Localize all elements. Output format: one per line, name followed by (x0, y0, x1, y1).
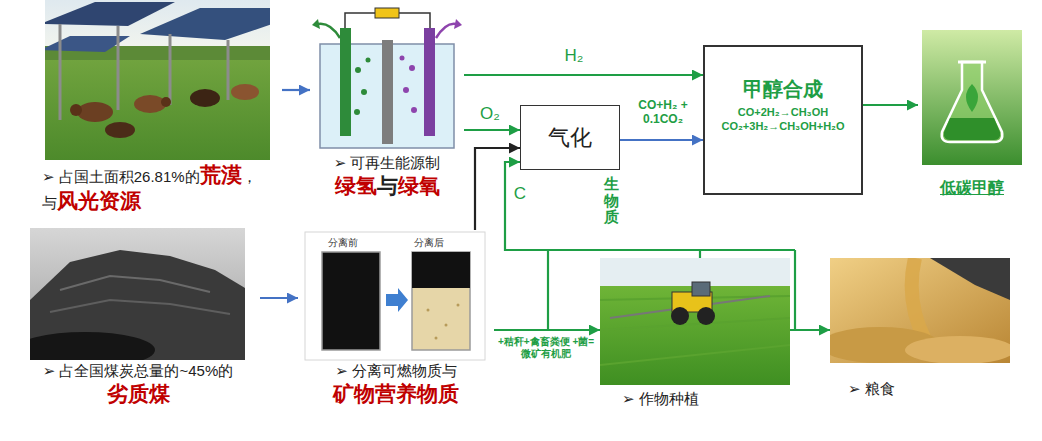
edge-label: C (512, 184, 528, 204)
methanol-figure (922, 30, 1022, 165)
text-run: 荒漠 (200, 163, 242, 186)
photo-panel: ➢ 粮食 (830, 258, 1010, 399)
caption-text: 低碳甲醇 (918, 178, 1026, 198)
equation-text: CO₂+3H₂→CH₃OH+H₂O (705, 120, 861, 134)
flow-arrow (620, 139, 703, 141)
caption-text: ➢ 粮食 (848, 380, 1010, 399)
text-run: 与 (377, 174, 398, 197)
grain-photo (830, 258, 1010, 363)
flow-label: 生物质 (604, 176, 619, 226)
caption-text: ➢ 占全国煤炭总量的~45%的 劣质煤 (16, 362, 260, 407)
edge-label: O₂ (470, 104, 510, 124)
text-run: 风光资源 (57, 189, 141, 212)
edge-label: +秸秆+禽畜粪便 +菌=微矿有机肥 (496, 336, 596, 360)
caption-line: ➢ 占全国煤炭总量的~45%的 (16, 362, 260, 381)
text-run: ➢ 分离可燃物质与 (335, 362, 457, 379)
flow-arrow (464, 129, 520, 131)
caption-text: ➢ 作物种植 (622, 390, 790, 409)
electrolyzer-figure (312, 8, 462, 148)
text-run: ， (242, 168, 257, 185)
edge-label: H₂ (556, 46, 592, 66)
caption-line: ➢ 分离可燃物质与 (298, 362, 494, 381)
photo-panel: ➢ 占国土面积26.81%的荒漠，与风光资源 (42, 2, 282, 215)
image-area (918, 28, 1026, 178)
text-run: 矿物营养物质 (333, 382, 459, 405)
process-box: 甲醇合成 CO+2H₂→CH₃OHCO₂+3H₂→CH₃OH+H₂O (703, 45, 863, 195)
caption-line: ➢ 占国土面积26.81%的荒漠， (42, 162, 282, 188)
photo-panel: ➢ 作物种植 (600, 258, 790, 409)
figure-label: 分离前 (328, 236, 358, 250)
flow-arrow (790, 329, 830, 331)
flow-arrow (863, 104, 918, 106)
image-area (622, 258, 790, 390)
figure-label: 分离后 (414, 236, 444, 250)
caption-line: ➢ 可再生能源制 (310, 154, 464, 173)
flow-arrow (260, 297, 298, 299)
text-run: ➢ 占国土面积26.81%的 (42, 168, 200, 185)
figure-panel: ➢ 分离可燃物质与 矿物营养物质 (298, 230, 494, 407)
image-area (16, 228, 260, 362)
process-box: 气化 (520, 105, 620, 170)
figure-panel: 低碳甲醇 (918, 28, 1026, 198)
flow-arrow (464, 74, 703, 76)
caption-text: ➢ 可再生能源制 绿氢与绿氧 (310, 154, 464, 199)
edge-label: CO+H₂ + 0.1CO₂ (626, 98, 700, 127)
caption-text: ➢ 分离可燃物质与 矿物营养物质 (298, 362, 494, 407)
flow-arrow (494, 329, 600, 331)
image-area (310, 2, 464, 154)
caption-line: 与风光资源 (42, 188, 282, 214)
photo-panel: ➢ 占全国煤炭总量的~45%的 劣质煤 (16, 228, 260, 407)
image-area (42, 2, 282, 162)
coal-photo (30, 228, 245, 360)
image-area (848, 258, 1010, 380)
image-area (298, 230, 494, 362)
text-run: 与 (42, 194, 57, 211)
box-title: 甲醇合成 (705, 77, 861, 102)
flow-arrow (282, 89, 310, 91)
text-run: 劣质煤 (107, 382, 170, 405)
crop-photo (600, 258, 790, 385)
separation-figure (305, 232, 485, 360)
text-run: ➢ 占全国煤炭总量的~45%的 (43, 362, 234, 379)
box-title: 气化 (548, 124, 592, 152)
caption-line: 绿氢与绿氧 (310, 173, 464, 199)
equation-text: CO+2H₂→CH₃OH (705, 106, 861, 120)
caption-line: 矿物营养物质 (298, 381, 494, 407)
text-run: 绿氧 (398, 174, 440, 197)
figure-panel: ➢ 可再生能源制 绿氢与绿氧 (310, 2, 464, 199)
caption-text: ➢ 占国土面积26.81%的荒漠，与风光资源 (42, 162, 282, 215)
caption-line: 劣质煤 (16, 381, 260, 407)
text-run: ➢ 可再生能源制 (334, 154, 441, 171)
text-run: 绿氢 (335, 174, 377, 197)
solar-photo (45, 0, 270, 160)
flow-arrow (505, 162, 700, 258)
flow-wire (548, 250, 795, 330)
